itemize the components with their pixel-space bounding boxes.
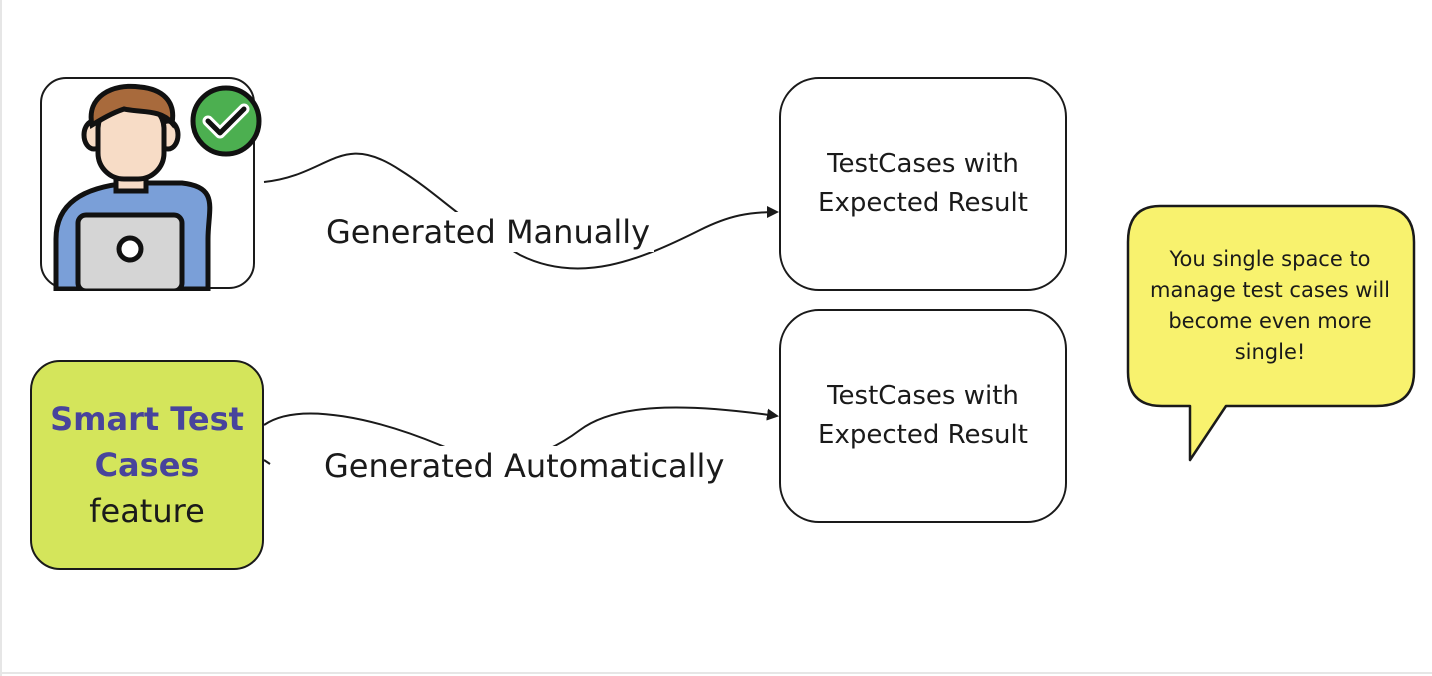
smart-test-cases-card: Smart Test Cases feature <box>30 360 264 570</box>
auto-result-line2: Expected Result <box>818 420 1028 450</box>
canvas-left-border <box>0 0 2 676</box>
canvas-bottom-border <box>0 672 1432 674</box>
developer-at-laptop-icon <box>53 83 213 291</box>
manual-tester-card <box>40 77 262 291</box>
auto-connector-stub <box>263 459 271 465</box>
callout-line1: You single space to <box>1169 247 1371 271</box>
callout-text: You single space to manage test cases wi… <box>1140 244 1400 368</box>
smart-card-title-line2: Cases <box>94 446 200 484</box>
callout-line2: manage test cases will <box>1149 278 1390 302</box>
manual-result-line2: Expected Result <box>818 188 1028 218</box>
smart-card-subtitle: feature <box>89 492 205 530</box>
callout-line4: single! <box>1234 340 1306 364</box>
callout-line3: become even more <box>1168 309 1372 333</box>
checkmark-badge-icon <box>190 85 262 157</box>
auto-result-line1: TestCases with <box>827 381 1019 411</box>
manual-edge-label: Generated Manually <box>322 212 655 252</box>
manual-result-line1: TestCases with <box>827 149 1019 179</box>
auto-edge-label: Generated Automatically <box>320 446 729 486</box>
auto-result-box: TestCases with Expected Result <box>779 309 1067 523</box>
smart-card-title-line1: Smart Test <box>50 400 244 438</box>
speech-bubble-shape <box>1126 204 1416 462</box>
manual-result-box: TestCases with Expected Result <box>779 77 1067 291</box>
